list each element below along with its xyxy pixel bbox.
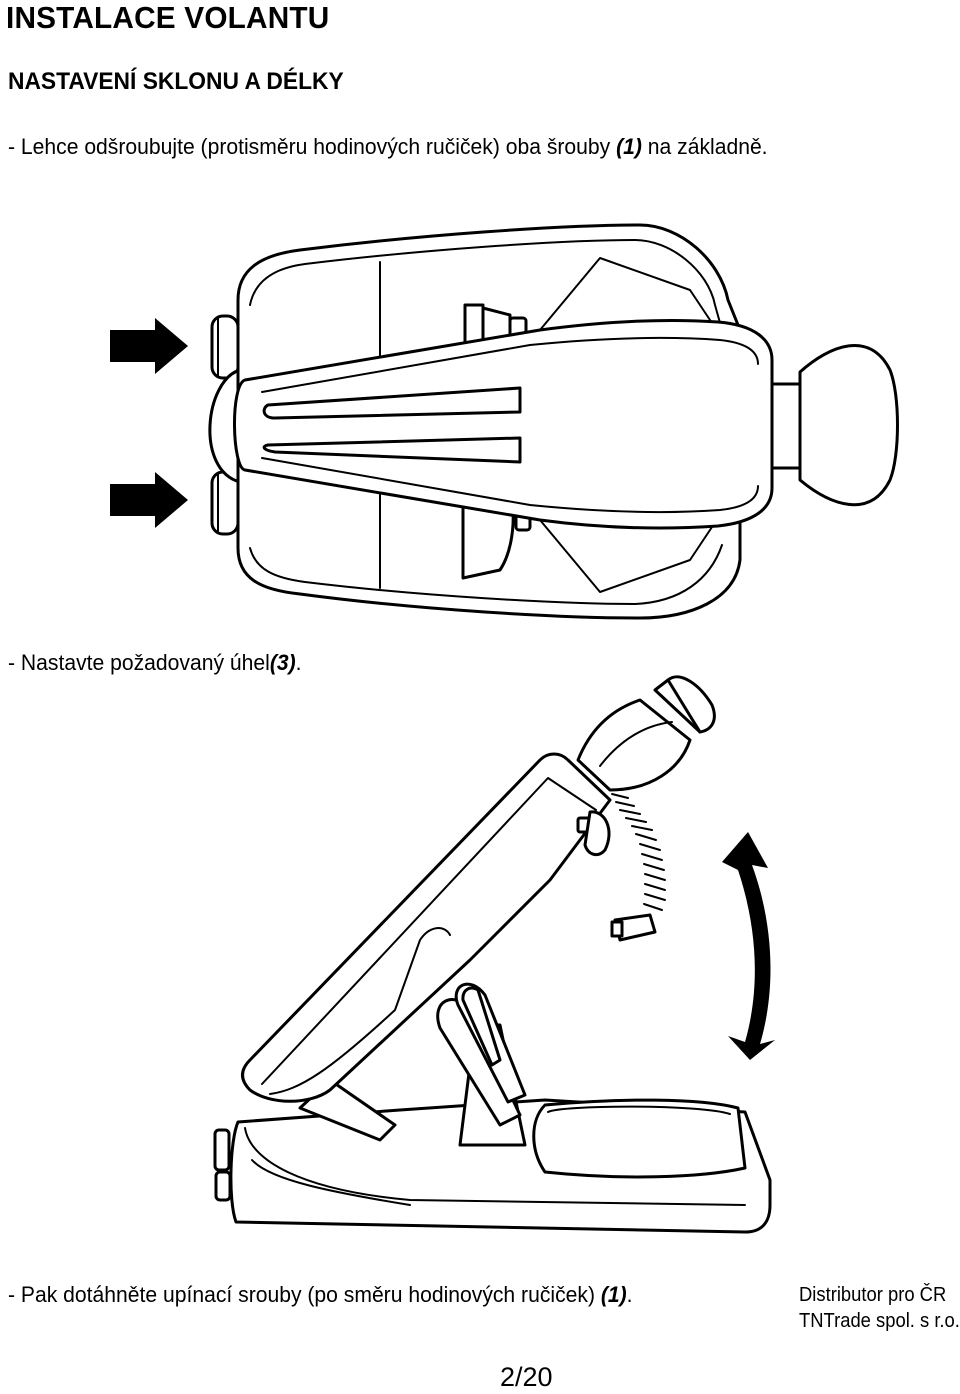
step-1-ref: (1) (616, 134, 642, 159)
distributor-block: Distributor pro ČR TNTrade spol. s r.o. (799, 1282, 960, 1334)
step-3-tail: . (626, 1282, 633, 1307)
distributor-line-2: TNTrade spol. s r.o. (799, 1310, 960, 1332)
step-1-tail: na základně. (641, 134, 768, 159)
step-3-ref: (1) (600, 1282, 627, 1307)
step-2-tail: . (295, 650, 302, 675)
instruction-step-2: - Nastavte požadovaný úhel(3). (8, 650, 302, 676)
page-number: 2/20 (500, 1362, 553, 1392)
instruction-step-1: - Lehce odšroubujte (protisměru hodinový… (8, 134, 768, 160)
step-2-text: - Nastavte požadovaný úhel (8, 650, 270, 675)
section-subtitle: NASTAVENÍ SKLONU A DÉLKY (8, 68, 344, 95)
step-1-text: - Lehce odšroubujte (protisměru hodinový… (8, 134, 617, 159)
step-2-ref: (3) (269, 650, 296, 675)
arrow-right-icon (110, 318, 188, 374)
instruction-step-3: - Pak dotáhněte upínací srouby (po směru… (8, 1282, 633, 1308)
arrow-right-icon (110, 472, 188, 528)
distributor-line-1: Distributor pro ČR (799, 1284, 947, 1306)
page-title: INSTALACE VOLANTU (6, 0, 330, 35)
step-3-text: - Pak dotáhněte upínací srouby (po směru… (8, 1282, 601, 1307)
tilt-arrow-icon (722, 832, 775, 1060)
